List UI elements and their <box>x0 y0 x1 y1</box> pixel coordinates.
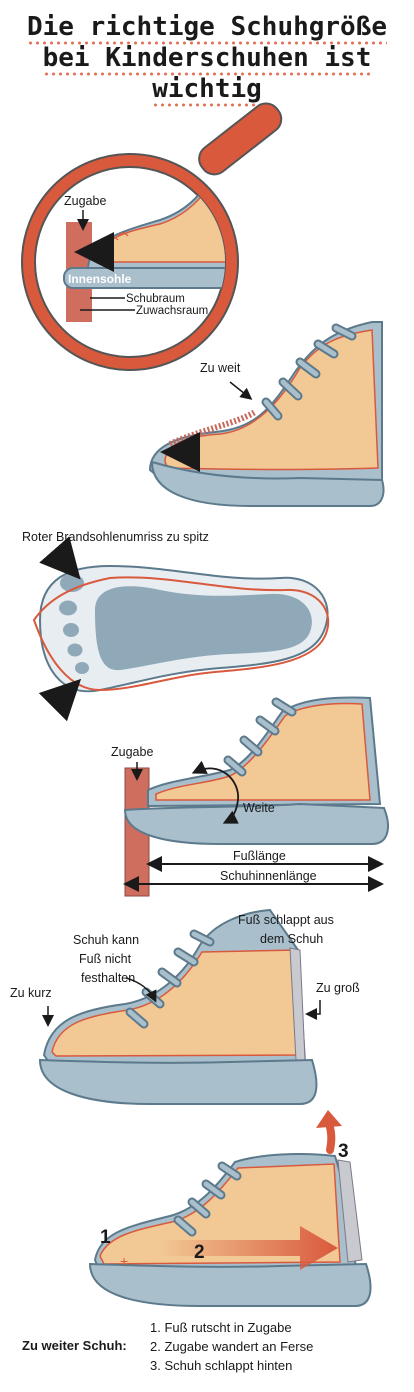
measurement-illustration: Weite Zugabe Fußlänge Schuhinnenlänge <box>111 696 389 897</box>
step-number-2: 2 <box>194 1242 205 1263</box>
page-title: Die richtige Schuhgröße bei Kinderschuhe… <box>0 12 414 107</box>
legend-item-2: 2. Zugabe wandert an Ferse <box>150 1339 314 1354</box>
label-schuh-kann-3: festhalten <box>81 971 135 985</box>
step-number-1: 1 <box>100 1227 111 1248</box>
legend-list: 1. Fuß rutscht in Zugabe 2. Zugabe wande… <box>150 1318 313 1375</box>
label-schuhinnenlaenge: Schuhinnenlänge <box>220 869 317 883</box>
label-zu-kurz: Zu kurz <box>10 986 52 1000</box>
label-zu-gross: Zu groß <box>316 981 360 995</box>
innensohle-bar <box>63 267 225 289</box>
legend-title: Zu weiter Schuh: <box>22 1338 127 1353</box>
title-line-3: wichtig <box>152 74 262 107</box>
slipping-foot-illustration: + 1 2 3 <box>88 1110 372 1307</box>
step-number-3: 3 <box>338 1141 349 1162</box>
title-line-2: bei Kinderschuhen ist <box>42 43 372 76</box>
label-fuss-schlappt-2: dem Schuh <box>260 932 323 946</box>
label-innensohle: Innensohle <box>68 272 132 286</box>
label-zuwachsraum: Zuwachsraum <box>136 305 208 317</box>
legend-item-1: 1. Fuß rutscht in Zugabe <box>150 1320 292 1335</box>
fit-problems-illustration: Schuh kann Fuß nicht festhalten Zu kurz … <box>10 908 360 1105</box>
sole-outline-illustration: Roter Brandsohlenumriss zu spitz <box>22 530 330 722</box>
label-zugabe-lens: Zugabe <box>64 194 106 208</box>
label-zugabe-measure: Zugabe <box>111 745 153 759</box>
label-schuh-kann-2: Fuß nicht <box>79 952 132 966</box>
slide-arrow <box>160 1226 338 1270</box>
label-fusslaenge: Fußlänge <box>233 849 286 863</box>
label-weite: Weite <box>243 801 275 815</box>
shoe-too-wide-illustration: Zu weit <box>148 321 385 507</box>
svg-text:+: + <box>120 1253 128 1269</box>
label-schuh-kann-1: Schuh kann <box>73 933 139 947</box>
label-fuss-schlappt-1: Fuß schlappt aus <box>238 913 334 927</box>
label-zu-weit: Zu weit <box>200 361 241 375</box>
title-line-1: Die richtige Schuhgröße <box>26 12 388 45</box>
legend-item-3: 3. Schuh schlappt hinten <box>150 1358 293 1373</box>
magnifier-handle <box>198 102 283 176</box>
magnifier-illustration: Zugabe Innensohle Schubraum Zuwachsraum <box>21 102 283 371</box>
label-schubraum: Schubraum <box>126 293 185 305</box>
label-brandsohle: Roter Brandsohlenumriss zu spitz <box>22 530 209 544</box>
